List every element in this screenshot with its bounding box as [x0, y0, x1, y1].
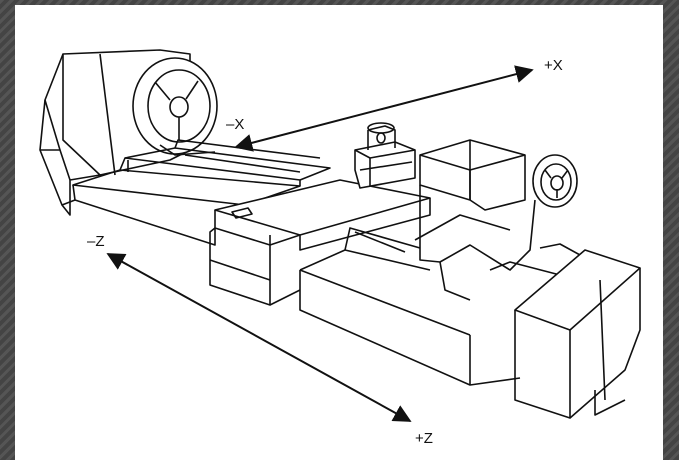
- z-axis-arrow: [106, 253, 412, 422]
- x-axis-arrow: [234, 65, 534, 152]
- minus-x-label: –X: [226, 116, 245, 133]
- chuck: [132, 57, 218, 156]
- minus-z-label: –Z: [87, 233, 105, 250]
- end-cabinet: [489, 243, 641, 419]
- plus-z-label: +Z: [415, 430, 433, 447]
- plus-x-label: +X: [544, 57, 563, 74]
- tool-post: [354, 122, 416, 189]
- carriage: [209, 179, 431, 306]
- tailstock: [414, 139, 578, 301]
